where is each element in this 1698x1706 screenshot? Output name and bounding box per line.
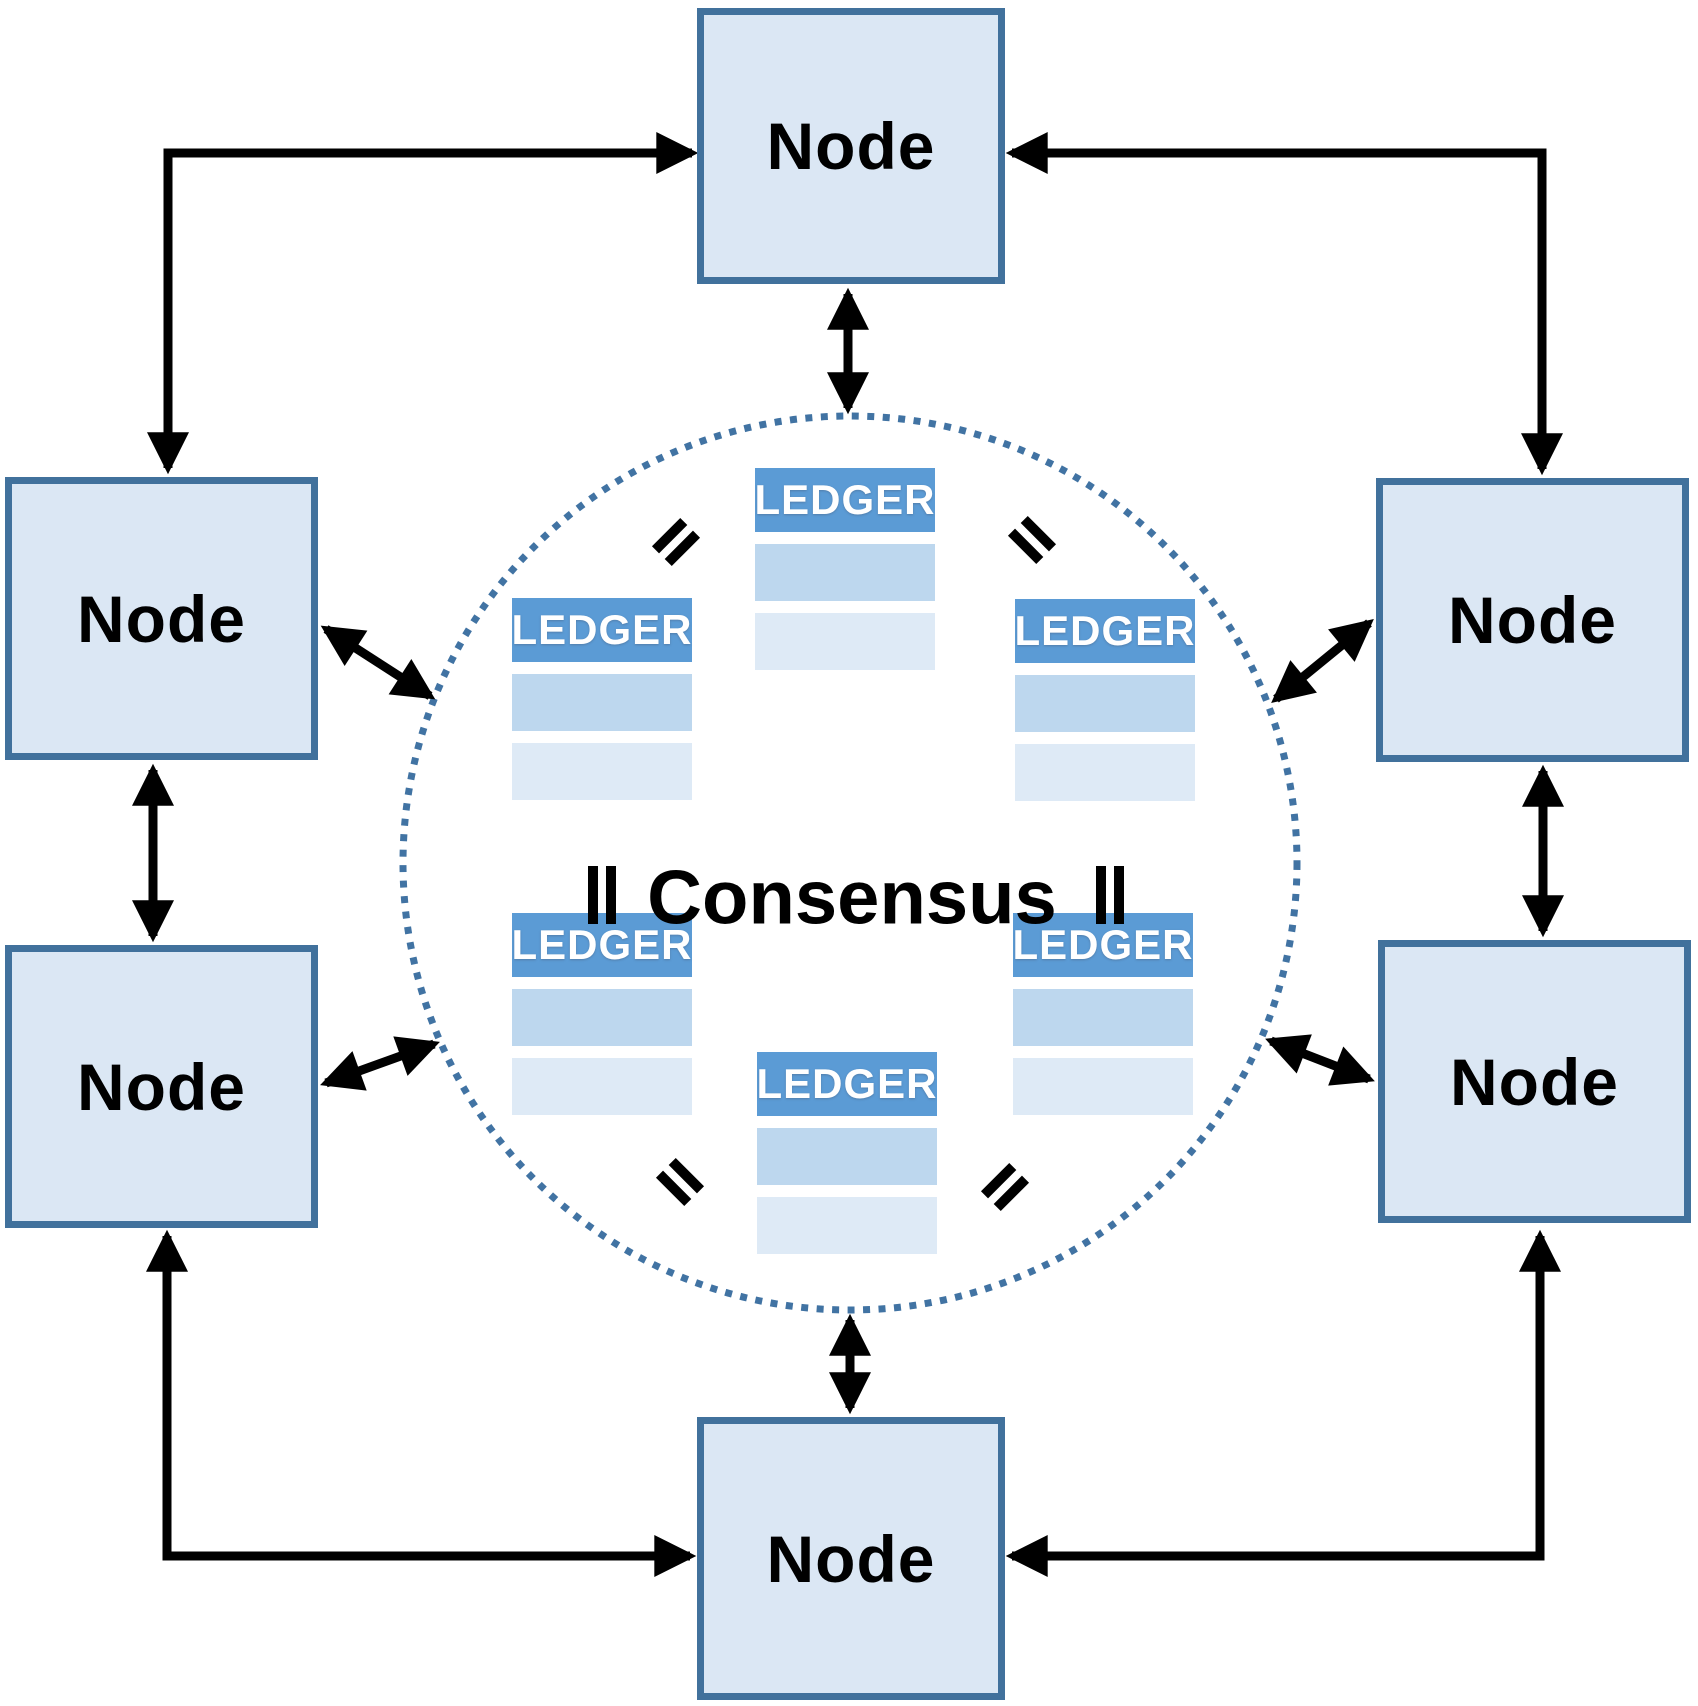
node-lower-right: Node [1378,940,1691,1223]
ledger-row [757,1128,937,1185]
ledger-row [512,1058,692,1115]
equals-bar [606,866,616,924]
ledger-top-header: LEDGER [755,468,935,532]
ledger-upper-right-header: LEDGER [1015,599,1195,663]
ledger-row [512,989,692,1046]
ledger-lower-left: LEDGER [512,913,692,1115]
ledger-upper-left: LEDGER [512,598,692,800]
ledger-row [1013,989,1193,1046]
node-bottom: Node [697,1417,1005,1700]
arrow-elbow-top-left [147,132,699,475]
ledger-bottom: LEDGER [757,1052,937,1254]
arrow-lower-left-node-to-circle [320,1036,440,1091]
node-bottom-label: Node [766,1521,936,1596]
ledger-top: LEDGER [755,468,935,670]
ledger-row [755,613,935,670]
ledger-row [755,544,935,601]
arrow-upper-right-node-to-circle [1271,619,1374,703]
ledger-row [757,1197,937,1254]
arrow-lower-right-node-to-circle [1265,1034,1375,1086]
arrow-elbow-bottom-right [1005,1229,1561,1577]
ledger-lower-right: LEDGER [1013,913,1193,1115]
ledger-lower-left-header: LEDGER [512,913,692,977]
ledger-bottom-header: LEDGER [757,1052,937,1116]
equals-icon [588,866,616,924]
ledger-row [1013,1058,1193,1115]
equals-bar [588,866,598,924]
node-top: Node [697,8,1005,284]
ledger-upper-right: LEDGER [1015,599,1195,801]
ledger-row [1015,744,1195,801]
equals-bar [1114,866,1124,924]
node-top-label: Node [766,109,936,183]
arrow-elbow-top-right [1005,132,1563,476]
consensus-label: Consensus [647,855,1057,941]
ledger-upper-left-header: LEDGER [512,598,692,662]
arrow-upper-left-node-to-circle [320,625,436,700]
node-upper-left-label: Node [77,581,246,656]
ledger-row [512,743,692,800]
node-lower-left: Node [5,945,318,1228]
ledger-row [1015,675,1195,732]
ledger-lower-right-header: LEDGER [1013,913,1193,977]
consensus-dotted-circle [399,412,1301,1314]
arrow-elbow-bottom-left [146,1229,697,1577]
ledger-row [512,674,692,731]
node-upper-right-label: Node [1448,583,1617,657]
node-upper-right: Node [1376,478,1689,762]
equals-bar [1096,866,1106,924]
node-lower-right-label: Node [1450,1044,1619,1119]
node-upper-left: Node [5,477,318,760]
node-lower-left-label: Node [77,1049,246,1124]
equals-icon [1096,866,1124,924]
